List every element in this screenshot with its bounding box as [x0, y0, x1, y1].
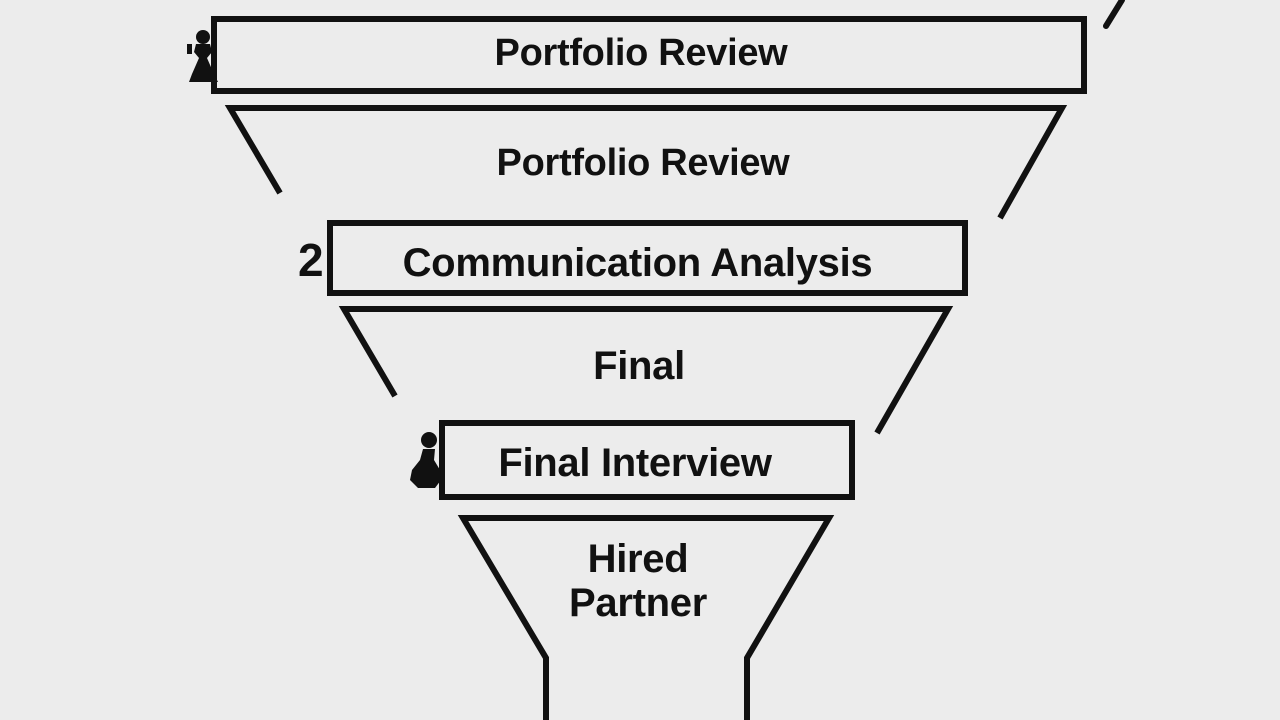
- stage-3-box: [327, 220, 968, 296]
- stage-2-trapezoid: [224, 105, 1068, 220]
- stage-1-label: Portfolio Review: [494, 32, 788, 74]
- stage-1-box: [211, 16, 1087, 94]
- stage-6-label: Hired Partner: [463, 537, 813, 625]
- stage-2-label: Portfolio Review: [496, 142, 790, 184]
- pawn-icon: [187, 30, 218, 82]
- stage-4-trapezoid: [338, 306, 954, 435]
- stage-3-number-marker: 2: [298, 234, 324, 286]
- pawn-icon: [410, 432, 441, 488]
- stage-6-label-line-1: Hired: [587, 537, 689, 581]
- stage-6-funnel-neck: [457, 515, 835, 720]
- stage-3-label: Communication Analysis: [402, 241, 873, 285]
- stage-5-box: [439, 420, 855, 500]
- stage-6-label-line-2: Partner: [569, 581, 707, 625]
- stage-5-label: Final Interview: [498, 441, 772, 485]
- stage-4-label: Final: [593, 344, 685, 388]
- top-right-stroke: [1103, 0, 1125, 29]
